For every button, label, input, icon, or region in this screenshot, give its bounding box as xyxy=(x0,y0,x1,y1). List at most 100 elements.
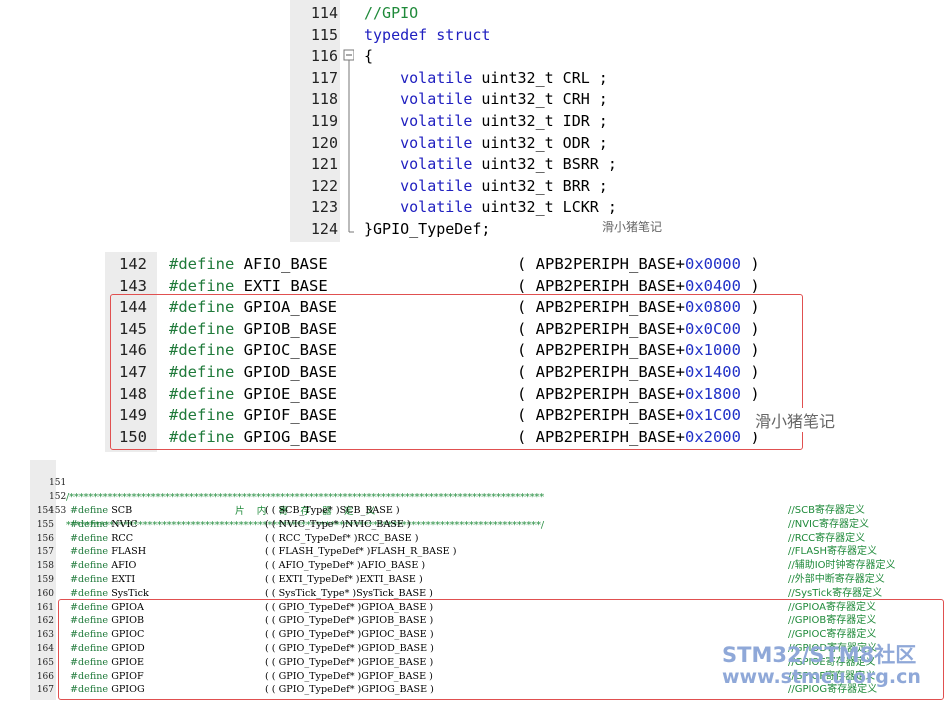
code-line: 153 ************************************… xyxy=(49,505,545,531)
code-text: volatile uint32_t CRH ; xyxy=(364,90,608,109)
code-text: #define AFIO xyxy=(70,560,137,572)
watermark-text: 滑小猪笔记 xyxy=(753,408,838,432)
register-define-line: 162 #define GPIOB ( ( GPIO_TypeDef* )GPIOB… xyxy=(30,614,876,628)
code-text: volatile uint32_t BRR ; xyxy=(364,176,608,195)
line-number: 142 xyxy=(119,255,147,273)
register-define-line: 156#define RCC( ( RCC_TypeDef* )RCC_BASE… xyxy=(30,532,865,546)
comment-text: //外部中断寄存器定义 xyxy=(788,574,885,585)
address-expr: ( APB2PERIPH_BASE+0x1400 ) xyxy=(517,363,760,381)
line-number: 119 xyxy=(310,112,338,130)
line-number-gutter xyxy=(290,0,340,242)
cast-expr: ( ( NVIC_Type* )NVIC_BASE ) xyxy=(265,518,411,530)
line-number: 161 xyxy=(36,602,54,613)
section-title: 片 内 寄 存 器 定 义 xyxy=(235,505,376,517)
line-number: 145 xyxy=(119,319,147,338)
code-line: 121 volatile uint32_t BSRR ; xyxy=(290,154,617,176)
register-define-line: 160#define SysTick( ( SysTick_Type* )Sys… xyxy=(30,587,882,601)
define-line: 145 #define GPIOB_BASE ( APB2PERIPH_BASE+0… xyxy=(105,319,760,341)
line-number: 120 xyxy=(310,133,338,152)
code-line: 123 volatile uint32_t LCKR ; xyxy=(290,197,617,219)
code-text: #define GPIOC xyxy=(70,629,145,641)
line-number: 162 xyxy=(36,616,54,627)
code-text: #define GPIOB xyxy=(70,615,145,627)
register-define-line: 164#define GPIOD( ( GPIO_TypeDef* )GPIOD… xyxy=(30,642,877,656)
code-line: 120 volatile uint32_t ODR ; xyxy=(290,133,608,155)
comment-text: //SysTick寄存器定义 xyxy=(788,587,883,599)
define-line: 149 #define GPIOF_BASE ( APB2PERIPH_BASE+0… xyxy=(105,405,760,427)
line-number: 118 xyxy=(310,90,338,109)
line-number: 123 xyxy=(310,198,338,217)
comment-text: //GPIOF寄存器定义 xyxy=(788,670,876,682)
code-line: 117 volatile uint32_t CRL ; xyxy=(290,68,608,90)
cast-expr: ( ( RCC_TypeDef* )RCC_BASE ) xyxy=(265,532,419,544)
define-line: 148#define GPIOE_BASE( APB2PERIPH_BASE+0… xyxy=(105,384,760,406)
code-text: #define GPIOD_BASE xyxy=(169,363,337,381)
code-line: 119 volatile uint32_t IDR ; xyxy=(290,111,608,133)
code-text: #define EXTI xyxy=(70,574,136,585)
address-expr: ( APB2PERIPH_BASE+0x1800 ) xyxy=(517,384,760,403)
line-number: 124 xyxy=(310,220,338,238)
define-line: 146 #define GPIOC_BASE ( APB2PERIPH_BASE+0… xyxy=(105,340,760,362)
code-text: volatile uint32_t ODR ; xyxy=(364,133,608,152)
line-number: 165 xyxy=(36,657,54,668)
line-number: 144 xyxy=(119,298,147,317)
line-number: 149 xyxy=(119,406,147,425)
register-define-panel: 151 /***********************************… xyxy=(30,460,945,700)
line-number: 163 xyxy=(36,630,54,641)
fold-indicator xyxy=(343,49,354,233)
line-number: 148 xyxy=(119,384,147,403)
code-line: 124}GPIO_TypeDef; xyxy=(290,219,491,241)
cast-expr: ( ( GPIO_TypeDef* )GPIOB_BASE ) xyxy=(265,615,434,627)
code-text: #define NVIC xyxy=(70,518,138,530)
define-line: 150#define GPIOG_BASE( APB2PERIPH_BASE+0… xyxy=(105,427,760,449)
line-number: 154 xyxy=(36,506,54,516)
comment-text: //GPIOE寄存器定义 xyxy=(788,656,876,668)
address-expr: ( APB2PERIPH_BASE+0x1000 ) xyxy=(517,341,760,360)
register-define-line: 154#define SCB( ( SCB_Type* )SCB_BASE )/… xyxy=(30,504,865,518)
address-expr: ( APB2PERIPH_BASE+0x0C00 ) xyxy=(517,319,760,338)
comment-text: //FLASH寄存器定义 xyxy=(788,546,877,558)
cast-expr: ( ( GPIO_TypeDef* )GPIOG_BASE ) xyxy=(265,684,434,696)
code-line: 152 片 内 寄 存 器 定 义 xyxy=(49,491,376,517)
line-number: 121 xyxy=(310,155,338,174)
address-expr: ( APB2PERIPH_BASE+0x1C00 ) xyxy=(517,406,760,425)
line-number: 147 xyxy=(119,363,147,381)
register-define-line: 161#define GPIOA( ( GPIO_TypeDef* )GPIOA… xyxy=(30,601,876,615)
address-expr: ( APB2PERIPH_BASE+0x0000 ) xyxy=(517,255,760,273)
comment-text: //GPIOA寄存器定义 xyxy=(788,601,877,613)
code-text: #define SCB xyxy=(70,505,133,516)
cast-expr: ( ( GPIO_TypeDef* )GPIOA_BASE ) xyxy=(265,601,434,613)
line-number: 167 xyxy=(36,685,54,696)
register-define-line: 166#define GPIOF( ( GPIO_TypeDef* )GPIOF… xyxy=(30,670,875,684)
cast-expr: ( ( GPIO_TypeDef* )GPIOF_BASE ) xyxy=(265,670,433,682)
comment-text: //GPIOC寄存器定义 xyxy=(788,629,877,641)
line-number: 166 xyxy=(36,671,54,682)
gpio-base-define-panel: 142#define AFIO_BASE( APB2PERIPH_BASE+0x… xyxy=(105,252,838,452)
comment-text: //GPIOD寄存器定义 xyxy=(788,643,878,654)
line-number: 160 xyxy=(36,588,54,599)
cast-expr: ( ( AFIO_TypeDef* )AFIO_BASE ) xyxy=(265,560,426,572)
define-line: 144#define GPIOA_BASE( APB2PERIPH_BASE+0… xyxy=(105,297,760,319)
cast-expr: ( ( SysTick_Type* )SysTick_BASE ) xyxy=(265,587,433,599)
gpio-define-highlight-box xyxy=(58,599,944,700)
code-text: #define GPIOC_BASE xyxy=(169,341,337,360)
define-line: 143#define EXTI_BASE( APB2PERIPH_BASE+0x… xyxy=(105,276,760,298)
code-text: typedef struct xyxy=(364,25,491,44)
line-number: 155 xyxy=(36,519,54,530)
line-number: 114 xyxy=(310,4,338,22)
code-text: volatile uint32_t LCKR ; xyxy=(364,198,617,217)
code-text: volatile uint32_t BSRR ; xyxy=(364,155,617,174)
line-number: 159 xyxy=(36,575,54,585)
define-line: 142#define AFIO_BASE( APB2PERIPH_BASE+0x… xyxy=(105,254,760,276)
code-line: 122 volatile uint32_t BRR ; xyxy=(290,176,608,198)
line-number: 146 xyxy=(119,341,147,360)
line-number-gutter xyxy=(30,460,56,700)
cast-expr: ( ( SCB_Type* )SCB_BASE ) xyxy=(265,505,400,516)
code-line: 116{ xyxy=(290,46,373,68)
code-text: #define GPIOB_BASE xyxy=(169,319,337,338)
code-text: #define GPIOF_BASE xyxy=(169,406,337,425)
line-number-gutter xyxy=(105,252,157,452)
comment-text: //辅助IO时钟寄存器定义 xyxy=(788,560,896,572)
register-define-line: 157#define FLASH( ( FLASH_TypeDef* )FLAS… xyxy=(30,545,877,559)
